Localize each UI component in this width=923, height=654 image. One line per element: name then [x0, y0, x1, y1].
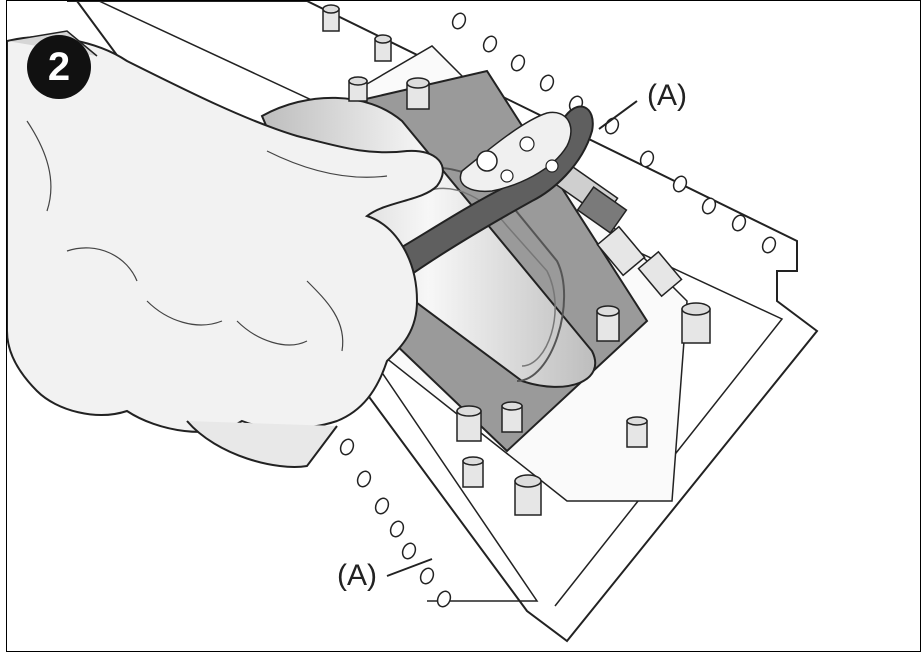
callout-bottom-leader	[386, 558, 433, 577]
bolt	[462, 456, 484, 488]
bolt	[626, 416, 648, 448]
callout-label-bottom: (A)	[337, 559, 377, 592]
ratchet-handle	[375, 105, 594, 283]
bolt	[501, 401, 523, 433]
bolt	[456, 405, 482, 442]
mounting-bolts	[322, 4, 711, 516]
bolt	[322, 4, 340, 32]
callout-label-top: (A)	[647, 79, 687, 112]
gloved-hand	[7, 30, 444, 468]
bolt	[596, 225, 646, 277]
bolt	[637, 250, 683, 298]
assembly-illustration	[7, 1, 819, 643]
bolt	[406, 77, 430, 110]
bolt	[596, 305, 620, 342]
bolt	[681, 302, 711, 344]
illustration-frame: 2 (A) (A)	[6, 0, 921, 652]
step-number-badge: 2	[27, 35, 91, 99]
rail-holes	[339, 12, 777, 608]
bolt	[514, 474, 542, 516]
callout-top-leader	[598, 100, 638, 130]
bolt	[348, 76, 368, 102]
bolt	[374, 34, 392, 62]
